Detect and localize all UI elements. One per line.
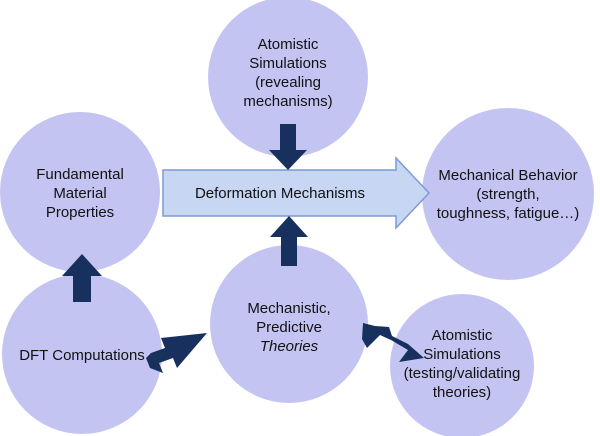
mechanistic-predictive-theories-circle [210,245,368,403]
mechanistic-line1: Mechanistic, [247,299,331,317]
fundamental-line3: Properties [45,203,115,221]
atomistic-bottom-line4: theories) [432,384,492,401]
dft-computations-circle [2,274,162,434]
mechanical-behavior-circle [422,108,594,280]
double-arrow-theories-atomistic [362,323,424,362]
dft-label: DFT Computations [12,344,152,366]
atomistic-bottom-label: Atomistic Simulations (testing/validatin… [392,322,532,406]
fundamental-line1: Fundamental [36,165,124,183]
mechanistic-line3: Theories [259,337,319,355]
deformation-mechanisms-arrow [162,156,431,230]
double-arrow-dft-theories [146,333,207,373]
mechanistic-line2: Predictive [256,318,322,336]
atomistic-top-line3: (revealing [255,74,321,91]
deformation-mechanisms-label: Deformation Mechanisms [170,182,390,204]
mechanical-behavior-line2: (strength, [476,185,540,203]
atomistic-top-label: Atomistic Simulations (revealing mechani… [213,31,363,115]
atomistic-simulations-revealing-circle [208,0,368,157]
atomistic-top-line1: Atomistic [257,36,319,53]
arrow-up-from-theories [270,216,308,266]
mechanistic-label: Mechanistic, Predictive Theories [224,296,354,358]
fundamental-material-properties-circle [0,112,160,272]
mechanical-behavior-line3: toughness, fatigue…) [436,204,580,222]
atomistic-bottom-line2: Simulations [423,346,501,363]
mechanical-behavior-line1: Mechanical Behavior [438,166,578,184]
deformation-mechanisms-text: Deformation Mechanisms [194,184,366,202]
atomistic-top-line2: Simulations [249,55,327,72]
atomistic-top-line4: mechanisms) [243,93,333,110]
atomistic-bottom-line1: Atomistic [431,327,493,344]
atomistic-bottom-line3: (testing/validating [403,365,521,382]
dft-line1: DFT Computations [19,346,145,364]
arrow-up-from-dft [62,254,102,302]
mechanical-behavior-label: Mechanical Behavior (strength, toughness… [430,162,586,226]
arrow-down-into-band [269,124,307,170]
atomistic-simulations-testing-circle [390,294,534,436]
fundamental-label: Fundamental Material Properties [10,160,150,226]
fundamental-line2: Material [53,184,107,202]
